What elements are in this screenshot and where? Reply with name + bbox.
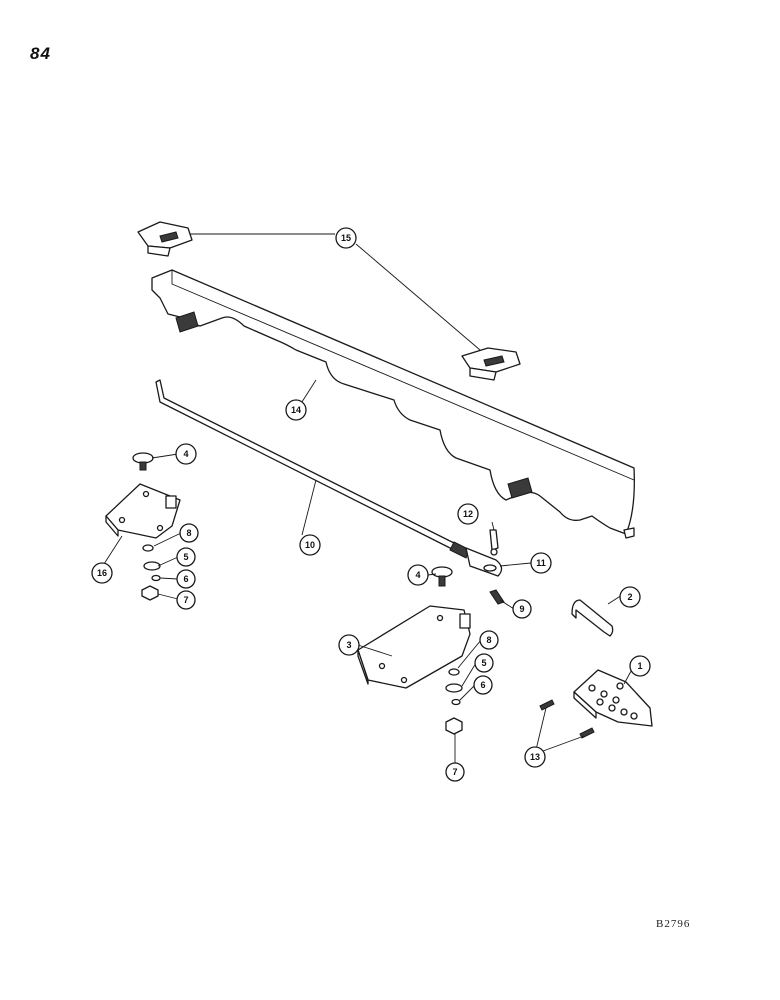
svg-text:5: 5 [183,552,188,562]
callout-6-right: 6 [473,675,493,695]
callout-8-left: 8 [179,523,199,543]
part-9-cotter-pin [489,589,505,605]
part-1-perforated-bracket [573,669,653,727]
svg-text:7: 7 [183,595,188,605]
part-15-bracket-right [461,347,521,381]
part-3-plate [357,605,471,689]
svg-text:9: 9 [519,604,524,614]
part-6-spacer-left [151,574,161,582]
figure-code: B2796 [656,918,691,930]
part-4-bolt-left [132,452,154,471]
svg-text:2: 2 [627,592,632,602]
callout-12: 12 [457,503,479,525]
svg-text:6: 6 [183,574,188,584]
svg-text:15: 15 [341,233,351,243]
callout-6-left: 6 [176,569,196,589]
callout-4-right: 4 [407,564,429,586]
callout-2: 2 [619,586,641,608]
part-4-bolt-right [431,566,453,587]
part-5-washer-right [445,683,463,693]
svg-text:13: 13 [530,752,540,762]
part-6-spacer-right [451,698,461,706]
part-11-clevis [465,547,503,577]
callout-7-left: 7 [176,590,196,610]
callout-11: 11 [530,552,552,574]
leader-lines [103,233,637,763]
callout-9: 9 [512,599,532,619]
part-7-nut-left [141,585,159,601]
svg-text:4: 4 [415,570,420,580]
part-14-rail [151,269,635,539]
part-12-pin [489,529,499,556]
part-15-bracket-left [137,221,193,257]
page-number: 84 [30,44,51,63]
callout-5-left: 5 [176,547,196,567]
part-5-washer-left [143,561,161,571]
svg-text:8: 8 [186,528,191,538]
svg-text:3: 3 [346,640,351,650]
part-2-handle [571,599,614,637]
svg-text:12: 12 [463,509,473,519]
svg-text:10: 10 [305,540,315,550]
callout-8-right: 8 [479,630,499,650]
callout-7-right: 7 [445,762,465,782]
part-16-plate [105,483,181,539]
callout-4-left: 4 [175,443,197,465]
part-7-nut-right [445,717,463,735]
part-8-lockwasher-left [142,544,154,552]
svg-text:4: 4 [183,449,188,459]
callout-1: 1 [629,655,651,677]
svg-text:8: 8 [486,635,491,645]
callout-16: 16 [91,562,113,584]
svg-text:6: 6 [480,680,485,690]
callout-10: 10 [299,534,321,556]
svg-text:1: 1 [637,661,642,671]
part-13-pin-upper [539,699,555,711]
callout-3: 3 [338,634,360,656]
svg-text:5: 5 [481,658,486,668]
callout-15: 15 [335,227,357,249]
part-8-lockwasher-right [448,668,460,676]
callout-14: 14 [285,399,307,421]
svg-text:11: 11 [536,558,546,568]
callout-13: 13 [524,746,546,768]
svg-text:14: 14 [291,405,301,415]
svg-text:16: 16 [97,568,107,578]
callout-5-right: 5 [474,653,494,673]
svg-text:7: 7 [452,767,457,777]
part-10-rod [155,379,471,559]
